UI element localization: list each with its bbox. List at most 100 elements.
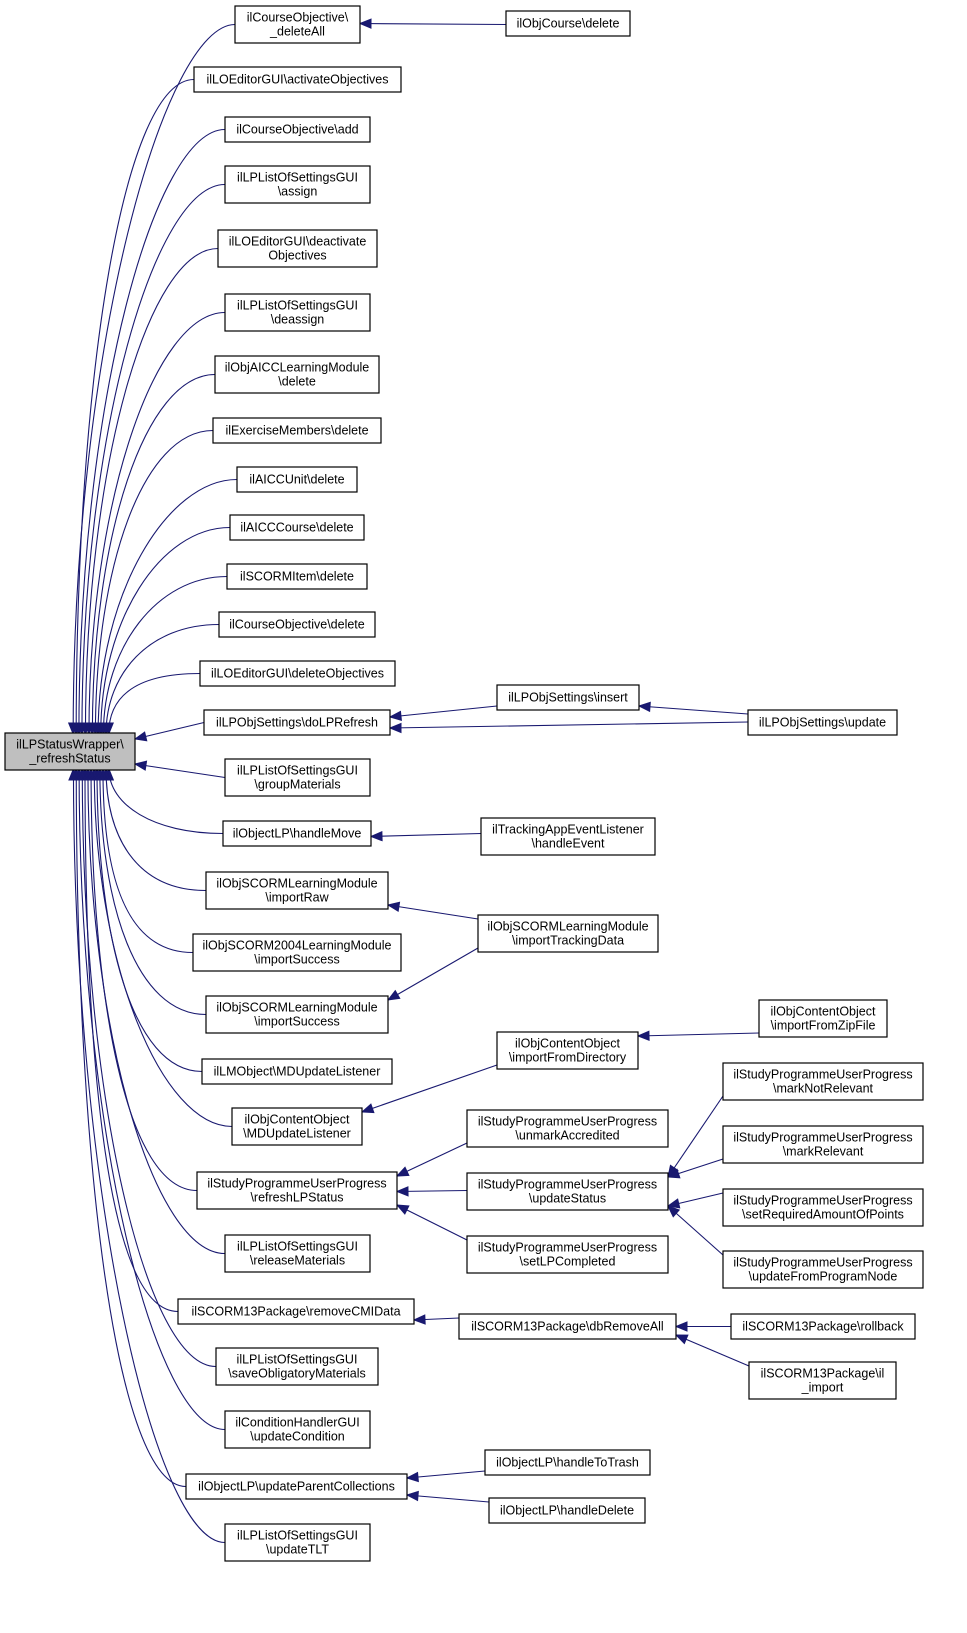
node-label-line: ilStudyProgrammeUserProgress xyxy=(733,1194,912,1208)
graph-node[interactable]: ilLOEditorGUI\activateObjectives xyxy=(193,66,402,93)
arrowhead-n28-to-root xyxy=(68,767,79,781)
arrowhead-m13-to-m9 xyxy=(666,1198,681,1209)
graph-node[interactable]: ilTrackingAppEventListener\handleEvent xyxy=(480,817,656,856)
node-box xyxy=(224,1410,371,1449)
graph-node[interactable]: ilObjectLP\handleToTrash xyxy=(484,1449,651,1476)
node-label-line: ilLPListOfSettingsGUI xyxy=(237,299,358,313)
node-label-line: \setLPCompleted xyxy=(520,1255,616,1269)
node-label-line: \importSuccess xyxy=(254,953,339,967)
graph-node[interactable]: ilStudyProgrammeUserProgress\markRelevan… xyxy=(722,1125,924,1164)
graph-node[interactable]: ilLPObjSettings\insert xyxy=(496,684,640,711)
graph-node[interactable]: ilObjSCORMLearningModule\importSuccess xyxy=(205,995,389,1034)
node-box xyxy=(231,1107,363,1146)
graph-node[interactable]: ilAICCUnit\delete xyxy=(236,466,358,493)
graph-node[interactable]: ilCourseObjective\delete xyxy=(218,611,376,638)
graph-node[interactable]: ilObjContentObject\importFromDirectory xyxy=(496,1031,639,1070)
node-box xyxy=(205,871,389,910)
graph-node[interactable]: ilLPListOfSettingsGUI\updateTLT xyxy=(224,1523,371,1562)
graph-node[interactable]: ilSCORM13Package\removeCMIData xyxy=(177,1298,415,1325)
node-box xyxy=(224,165,371,204)
graph-node[interactable]: ilStudyProgrammeUserProgress\setLPComple… xyxy=(466,1235,669,1274)
graph-node[interactable]: ilCourseObjective\add xyxy=(224,116,371,143)
graph-node[interactable]: ilSCORM13Package\rollback xyxy=(730,1313,916,1340)
graph-node[interactable]: ilConditionHandlerGUI\updateCondition xyxy=(224,1410,371,1449)
graph-node[interactable]: ilObjectLP\updateParentCollections xyxy=(185,1473,408,1500)
graph-node[interactable]: ilStudyProgrammeUserProgress\refreshLPSt… xyxy=(196,1171,398,1210)
node-label-line: ilCourseObjective\add xyxy=(236,123,358,137)
graph-node[interactable]: ilObjSCORMLearningModule\importTrackingD… xyxy=(477,914,659,953)
node-box xyxy=(458,1313,677,1340)
graph-node[interactable]: ilLPListOfSettingsGUI\saveObligatoryMate… xyxy=(215,1347,379,1386)
graph-node[interactable]: ilStudyProgrammeUserProgress\updateStatu… xyxy=(466,1172,669,1211)
graph-node[interactable]: ilLPListOfSettingsGUI\deassign xyxy=(224,293,371,332)
edge-n19-to-root xyxy=(99,768,207,1016)
graph-node[interactable]: ilLMObject\MDUpdateListener xyxy=(201,1058,393,1085)
graph-node[interactable]: ilCourseObjective\_deleteAll xyxy=(234,5,361,44)
edge-n10-to-root xyxy=(100,526,231,735)
node-label-line: ilObjContentObject xyxy=(515,1037,620,1051)
node-label-line: \deassign xyxy=(271,313,325,327)
graph-node[interactable]: ilObjectLP\handleMove xyxy=(222,820,372,847)
edge-m3-to-m2 xyxy=(638,705,749,715)
graph-node[interactable]: ilAICCCourse\delete xyxy=(229,514,365,541)
graph-node[interactable]: ilObjAICCLearningModule\delete xyxy=(214,355,380,394)
graph-node[interactable]: ilLPObjSettings\doLPRefresh xyxy=(203,709,391,736)
edge-n1-to-root xyxy=(72,23,236,735)
edge-n12-to-root xyxy=(105,623,220,735)
node-label-line: \MDUpdateListener xyxy=(243,1127,351,1141)
graph-node[interactable]: ilLPObjSettings\update xyxy=(747,709,898,736)
node-label-line: ilLPListOfSettingsGUI xyxy=(237,1353,358,1367)
edge-n2-to-root xyxy=(75,78,195,735)
graph-node[interactable]: ilLOEditorGUI\deleteObjectives xyxy=(199,660,396,687)
graph-node[interactable]: ilStudyProgrammeUserProgress\markNotRele… xyxy=(722,1062,924,1101)
node-label-line: Objectives xyxy=(268,249,326,263)
node-label-line: \delete xyxy=(278,375,316,389)
graph-node[interactable]: ilLPListOfSettingsGUI\assign xyxy=(224,165,371,204)
graph-node[interactable]: ilObjSCORMLearningModule\importRaw xyxy=(205,871,389,910)
graph-node[interactable]: ilObjectLP\handleDelete xyxy=(488,1497,646,1524)
graph-node[interactable]: ilStudyProgrammeUserProgress\updateFromP… xyxy=(722,1250,924,1289)
edge-n11-to-root xyxy=(102,575,228,735)
graph-node[interactable]: ilStudyProgrammeUserProgress\unmarkAccre… xyxy=(466,1109,669,1148)
node-box xyxy=(505,10,631,37)
arrowhead-m9-to-n22 xyxy=(395,1186,409,1197)
edge-n3-to-root xyxy=(78,128,226,735)
edge-m18-to-n27 xyxy=(406,1470,486,1479)
arrowhead-m10-to-n22 xyxy=(395,1204,410,1215)
node-box xyxy=(496,684,640,711)
graph-node[interactable]: ilObjContentObject\MDUpdateListener xyxy=(231,1107,363,1146)
node-label-line: ilObjSCORMLearningModule xyxy=(216,877,377,891)
graph-node[interactable]: ilSCORM13Package\il_import xyxy=(748,1361,897,1400)
edge-n7-to-root xyxy=(91,373,216,735)
edge-n27-to-root xyxy=(75,768,187,1488)
node-label-line: \refreshLPStatus xyxy=(250,1191,343,1205)
arrowhead-m5-to-n19 xyxy=(386,989,401,1001)
node-label-line: \importFromZipFile xyxy=(771,1019,876,1033)
arrowhead-n13-to-root xyxy=(103,722,114,736)
node-label-line: ilSCORM13Package\dbRemoveAll xyxy=(471,1320,663,1334)
graph-node[interactable]: ilObjContentObject\importFromZipFile xyxy=(758,999,888,1038)
edge-n22-to-root xyxy=(90,768,198,1192)
graph-node[interactable]: ilExerciseMembers\delete xyxy=(212,417,382,444)
edge-n28-to-root xyxy=(72,768,226,1544)
node-box xyxy=(229,514,365,541)
node-box xyxy=(224,1234,371,1273)
arrowhead-m3-to-m2 xyxy=(637,701,651,713)
node-box xyxy=(192,933,402,972)
arrowhead-m1-to-n1 xyxy=(358,18,372,29)
node-box xyxy=(222,820,372,847)
graph-node[interactable]: ilStudyProgrammeUserProgress\setRequired… xyxy=(722,1188,924,1227)
graph-node[interactable]: ilLPListOfSettingsGUI\groupMaterials xyxy=(224,758,371,797)
edge-n23-to-root xyxy=(87,768,226,1255)
arrowhead-m8-to-n22 xyxy=(395,1166,410,1177)
graph-node[interactable]: ilLPListOfSettingsGUI\releaseMaterials xyxy=(224,1234,371,1273)
graph-node[interactable]: ilSCORM13Package\dbRemoveAll xyxy=(458,1313,677,1340)
graph-node[interactable]: ilSCORMItem\delete xyxy=(226,563,368,590)
root-node[interactable]: ilLPStatusWrapper\_refreshStatus xyxy=(4,732,136,771)
node-label-line: ilSCORM13Package\il xyxy=(761,1367,885,1381)
graph-node[interactable]: ilObjSCORM2004LearningModule\importSucce… xyxy=(192,933,402,972)
node-label-line: ilAICCCourse\delete xyxy=(240,521,353,535)
graph-node[interactable]: ilObjCourse\delete xyxy=(505,10,631,37)
node-box xyxy=(224,1523,371,1562)
